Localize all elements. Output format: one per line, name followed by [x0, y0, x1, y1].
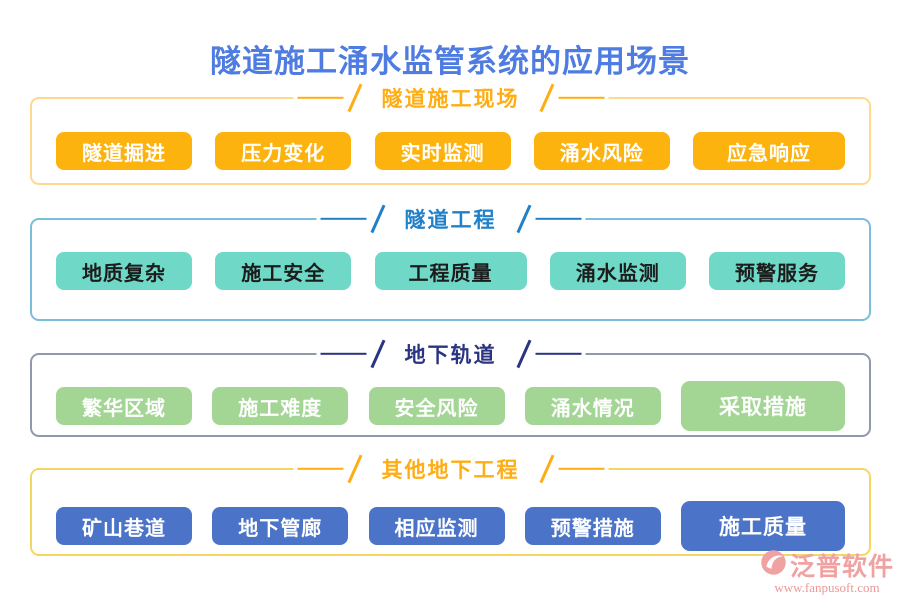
tag-button[interactable]: 工程质量: [374, 252, 527, 290]
header-slash-left: [370, 339, 385, 369]
header-slash-right: [539, 83, 554, 113]
section-title: 其他地下工程: [381, 457, 520, 482]
section-title: 隧道工程: [404, 207, 497, 232]
tag-button[interactable]: 涌水情况: [524, 387, 661, 425]
tag-button[interactable]: 施工质量: [681, 501, 845, 551]
header-slash-right: [516, 339, 531, 369]
tag-button[interactable]: 实时监测: [374, 132, 511, 170]
brand-url[interactable]: www.fanpusoft.com: [774, 580, 880, 595]
section-other-underground-works: 其他地下工程 矿山巷道 地下管廊 相应监测 预警措施 施工质量: [30, 453, 871, 556]
tag-row: 矿山巷道 地下管廊 相应监测 预警措施 施工质量: [56, 501, 845, 551]
section-underground-rail: 地下轨道 繁华区域 施工难度 安全风险 涌水情况 采取措施: [30, 338, 871, 437]
tag-row: 隧道掘进 压力变化 实时监测 涌水风险 应急响应: [56, 132, 845, 170]
tag-button[interactable]: 涌水监测: [549, 252, 686, 290]
header-slash-right: [516, 204, 531, 234]
page-title: 隧道施工涌水监管系统的应用场景: [210, 44, 690, 79]
header-slash-left: [347, 454, 362, 484]
section-title: 地下轨道: [404, 342, 497, 367]
section-header: 隧道施工现场: [293, 82, 608, 113]
tag-button[interactable]: 地下管廊: [212, 507, 349, 545]
section-header: 其他地下工程: [293, 453, 608, 484]
tag-button[interactable]: 地质复杂: [56, 252, 192, 290]
section-tunnel-engineering: 隧道工程 地质复杂 施工安全 工程质量 涌水监测 预警服务: [30, 203, 871, 321]
header-line-right: [558, 467, 604, 470]
tag-button[interactable]: 预警服务: [709, 252, 845, 290]
section-tunnel-construction-site: 隧道施工现场 隧道掘进 压力变化 实时监测 涌水风险 应急响应: [30, 82, 871, 185]
header-slash-left: [347, 83, 362, 113]
tag-button[interactable]: 压力变化: [215, 132, 352, 170]
watermark: 泛普软件 www.fanpusoft.com: [760, 547, 894, 596]
tag-button[interactable]: 相应监测: [368, 507, 505, 545]
tag-button[interactable]: 施工安全: [215, 252, 352, 290]
tag-button[interactable]: 预警措施: [524, 507, 661, 545]
header-line-right: [535, 352, 581, 355]
header-line-left: [297, 467, 343, 470]
header-line-right: [558, 96, 604, 99]
header-line-left: [320, 352, 366, 355]
tag-button[interactable]: 繁华区域: [56, 387, 192, 425]
brand-name: 泛普软件: [789, 554, 894, 581]
tag-button[interactable]: 施工难度: [212, 387, 349, 425]
section-title: 隧道施工现场: [381, 86, 520, 111]
brand-logo-icon: [760, 549, 787, 581]
tag-row: 繁华区域 施工难度 安全风险 涌水情况 采取措施: [56, 381, 845, 431]
header-line-right: [535, 217, 581, 220]
tag-button[interactable]: 隧道掘进: [56, 132, 192, 170]
header-slash-right: [539, 454, 554, 484]
header-slash-left: [370, 204, 385, 234]
header-line-left: [320, 217, 366, 220]
watermark-brand-row: 泛普软件: [760, 547, 894, 583]
tag-button[interactable]: 安全风险: [368, 387, 505, 425]
tag-button[interactable]: 矿山巷道: [56, 507, 192, 545]
tag-button[interactable]: 涌水风险: [533, 132, 670, 170]
section-header: 地下轨道: [316, 338, 585, 369]
section-header: 隧道工程: [316, 203, 585, 234]
tag-button[interactable]: 应急响应: [693, 132, 845, 170]
header-line-left: [297, 96, 343, 99]
tag-button[interactable]: 采取措施: [681, 381, 845, 431]
tag-row: 地质复杂 施工安全 工程质量 涌水监测 预警服务: [56, 252, 845, 290]
